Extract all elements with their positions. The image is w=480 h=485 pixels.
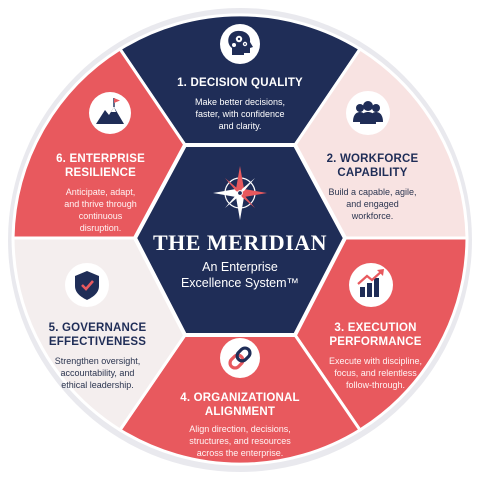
segment-description: Make better decisions, faster, with conf… xyxy=(170,96,310,132)
segment-title: 6. ENTERPRISE RESILIENCE xyxy=(48,152,153,180)
segment-text-governance-effectiveness: 5. GOVERNANCE EFFECTIVENESS Strengthen o… xyxy=(40,321,155,391)
segment-title: 5. GOVERNANCE EFFECTIVENESS xyxy=(40,321,155,349)
desc-line: faster, with confidence xyxy=(195,109,285,119)
desc-line: and thrive through xyxy=(64,199,137,209)
segment-title: 1. DECISION QUALITY xyxy=(177,77,303,89)
desc-line: across the enterprise. xyxy=(196,448,284,458)
title-line: 5. GOVERNANCE xyxy=(48,322,147,334)
desc-line: disruption. xyxy=(79,223,122,233)
subtitle-line: Excellence System™ xyxy=(180,276,300,290)
desc-line: continuous xyxy=(78,211,123,221)
center-title: THE MERIDIAN xyxy=(152,230,328,255)
segment-governance-effectiveness xyxy=(11,236,187,433)
desc-line: and engaged xyxy=(346,199,399,209)
center-hexagon xyxy=(132,143,348,337)
desc-line: focus, and relentless xyxy=(334,368,417,378)
segment-decision-quality xyxy=(117,13,363,147)
desc-line: workforce. xyxy=(351,211,394,221)
desc-line: Execute with discipline, xyxy=(328,356,423,366)
title-line: PERFORMANCE xyxy=(329,336,422,348)
title-line: 3. EXECUTION xyxy=(334,322,417,334)
segment-organizational-alignment xyxy=(117,333,363,466)
desc-line: and clarity. xyxy=(218,121,262,131)
title-line: ALIGNMENT xyxy=(204,406,276,418)
mountain-flag-icon xyxy=(89,92,131,134)
title-line: CAPABILITY xyxy=(337,167,408,179)
center-subtitle: An Enterprise Excellence System™ xyxy=(150,259,330,291)
segment-description: Build a capable, agile, and engaged work… xyxy=(320,186,425,222)
segment-workforce-capability xyxy=(293,46,469,240)
segment-description: Anticipate, adapt, and thrive through co… xyxy=(48,186,153,234)
segment-description: Execute with discipline, focus, and rele… xyxy=(318,355,433,391)
desc-line: Make better decisions, xyxy=(194,97,286,107)
desc-line: Build a capable, agile, xyxy=(328,187,417,197)
title-line: 2. WORKFORCE xyxy=(326,153,419,165)
title-line: EFFECTIVENESS xyxy=(48,336,147,348)
segment-text-organizational-alignment: 4. ORGANIZATIONAL ALIGNMENT Align direct… xyxy=(165,391,315,459)
desc-line: structures, and resources xyxy=(189,436,291,446)
shield-check-icon xyxy=(65,263,109,307)
desc-line: follow-through. xyxy=(345,380,406,390)
segment-description: Align direction, decisions, structures, … xyxy=(165,423,315,459)
segment-text-workforce-capability: 2. WORKFORCE CAPABILITY Build a capable,… xyxy=(320,152,425,222)
compass-rose-icon xyxy=(213,166,267,220)
title-line: RESILIENCE xyxy=(64,167,136,179)
desc-line: Strengthen oversight, xyxy=(54,356,141,366)
segment-execution-performance xyxy=(293,236,469,433)
subtitle-line: An Enterprise xyxy=(202,260,278,274)
head-gears-icon xyxy=(220,24,260,64)
desc-line: accountability, and xyxy=(60,368,135,378)
segment-text-execution-performance: 3. EXECUTION PERFORMANCE Execute with di… xyxy=(318,321,433,391)
segment-title: 4. ORGANIZATIONAL ALIGNMENT xyxy=(165,391,315,419)
desc-line: Anticipate, adapt, xyxy=(65,187,136,197)
segment-text-enterprise-resilience: 6. ENTERPRISE RESILIENCE Anticipate, ada… xyxy=(48,152,153,234)
segment-description: Strengthen oversight, accountability, an… xyxy=(40,355,155,391)
segment-title: 2. WORKFORCE CAPABILITY xyxy=(320,152,425,180)
desc-line: ethical leadership. xyxy=(61,380,134,390)
segment-enterprise-resilience xyxy=(11,46,187,240)
people-group-icon xyxy=(346,91,390,135)
title-line: 4. ORGANIZATIONAL xyxy=(180,392,300,404)
segment-title: 3. EXECUTION PERFORMANCE xyxy=(318,321,433,349)
growth-chart-icon xyxy=(349,263,393,307)
segment-text-decision-quality: 1. DECISION QUALITY Make better decision… xyxy=(170,76,310,132)
chain-link-icon xyxy=(220,338,260,378)
desc-line: Align direction, decisions, xyxy=(189,424,291,434)
title-line: 6. ENTERPRISE xyxy=(56,153,145,165)
